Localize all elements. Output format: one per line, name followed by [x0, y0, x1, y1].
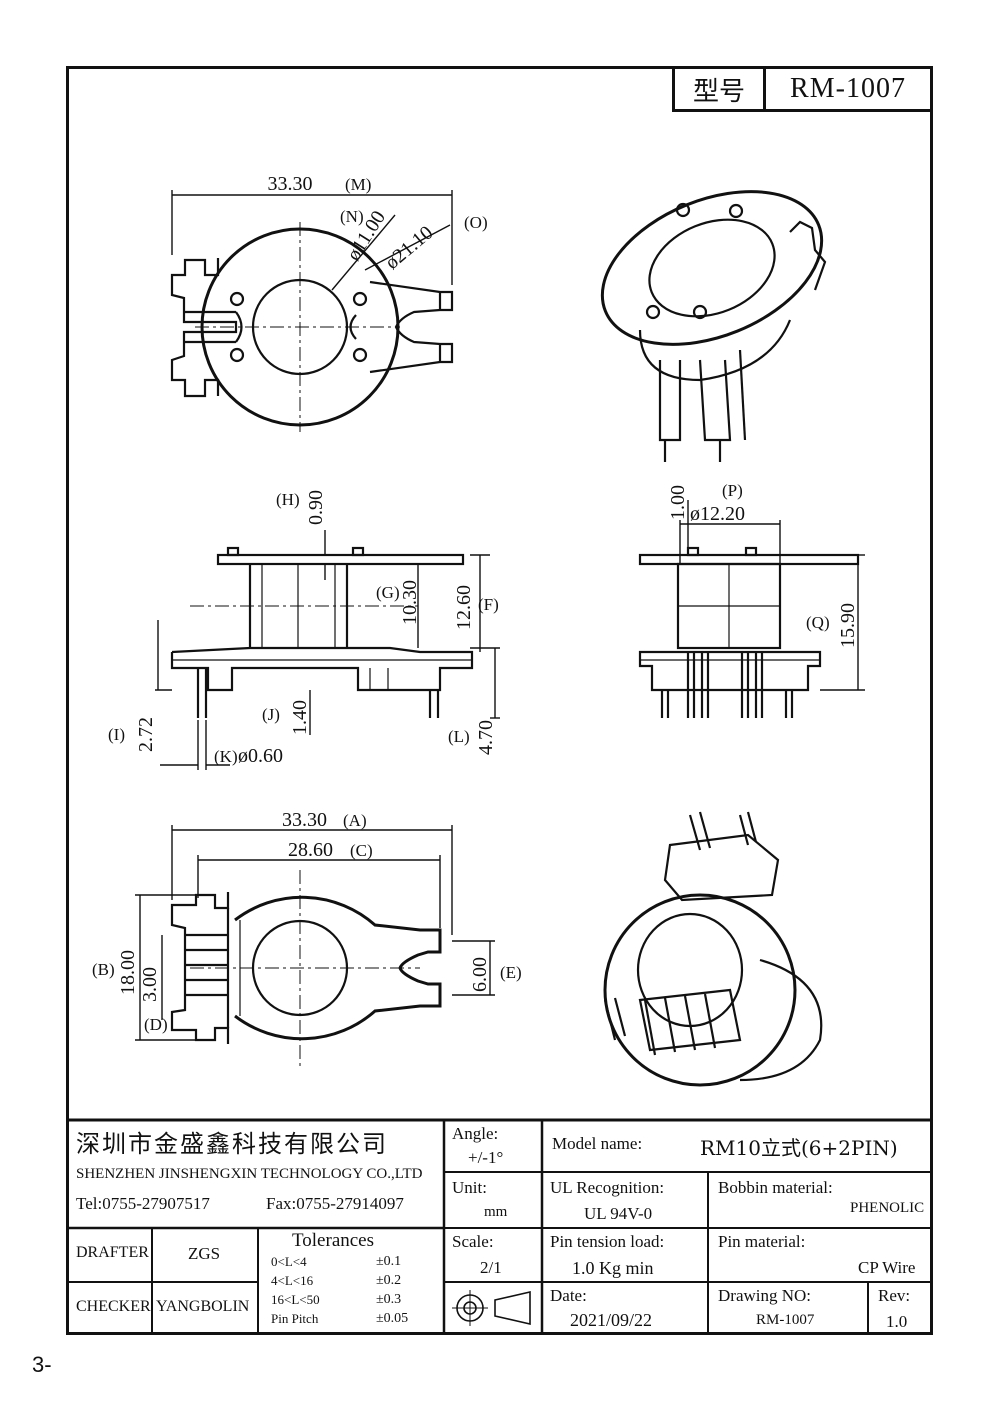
rev-value: 1.0: [886, 1312, 908, 1331]
top-view: [170, 190, 454, 432]
model-name: RM10立式(6+2PIN): [700, 1136, 898, 1160]
checker-label: CHECKER: [76, 1298, 151, 1315]
dim-l: 4.70: [475, 720, 497, 755]
model-name-label: Model name:: [552, 1134, 643, 1153]
tol-range-2: 4<L<16: [271, 1273, 314, 1288]
label-d: (D): [144, 1015, 168, 1034]
pin-tension-value: 1.0 Kg min: [572, 1258, 654, 1278]
dim-d: 3.00: [139, 967, 161, 1002]
dim-b: 18.00: [117, 950, 139, 995]
model-label: 型号: [675, 69, 766, 109]
page-number: 3-: [32, 1352, 52, 1377]
dim-i: 2.72: [135, 717, 157, 752]
tolerances-label: Tolerances: [292, 1230, 375, 1251]
unit-value: mm: [484, 1204, 508, 1220]
dim-h: 0.90: [305, 490, 327, 525]
label-m: (M): [345, 175, 371, 194]
bobbin-label: Bobbin material:: [718, 1178, 833, 1197]
unit-label: Unit:: [452, 1178, 487, 1197]
label-a: (A): [343, 811, 367, 830]
rev-label: Rev:: [878, 1286, 911, 1305]
front-view: [638, 500, 865, 718]
drawing-no-label: Drawing NO:: [718, 1286, 812, 1305]
angle-value: +/-1°: [468, 1148, 504, 1167]
dim-o-dia: ø21.10: [381, 222, 437, 274]
isometric-view-top: [600, 190, 827, 462]
date-value: 2021/09/22: [570, 1310, 653, 1330]
dim-m: 33.30: [268, 173, 313, 195]
label-b: (B): [92, 960, 115, 979]
tol-value-2: ±0.2: [376, 1273, 402, 1288]
label-j: (J): [262, 705, 280, 724]
dim-p: ø12.20: [690, 503, 745, 525]
label-h: (H): [276, 490, 300, 509]
model-box: 型号 RM-1007: [672, 66, 933, 112]
pin-tension-label: Pin tension load:: [550, 1232, 665, 1251]
title-block: 深圳市金盛鑫科技有限公司 SHENZHEN JINSHENGXIN TECHNO…: [66, 1120, 933, 1335]
dim-k: ø0.60: [238, 745, 283, 767]
label-f: (F): [478, 595, 499, 614]
tol-value-1: ±0.1: [376, 1254, 402, 1269]
bobbin-value: PHENOLIC: [850, 1200, 925, 1216]
pin-material-value: CP Wire: [858, 1258, 916, 1277]
dim-f: 12.60: [453, 585, 475, 630]
label-n: (N): [340, 207, 364, 226]
label-k: (K): [214, 747, 238, 766]
tol-range-1: 0<L<4: [271, 1254, 307, 1269]
tol-range-3: 16<L<50: [271, 1292, 320, 1307]
angle-label: Angle:: [452, 1124, 499, 1143]
dim-a: 33.30: [282, 809, 327, 831]
date-label: Date:: [550, 1286, 587, 1305]
dim-j: 1.40: [289, 700, 311, 735]
label-c: (C): [350, 841, 373, 860]
company-cn: 深圳市金盛鑫科技有限公司: [76, 1130, 388, 1158]
label-e: (E): [500, 963, 522, 982]
dim-g: 10.30: [399, 580, 421, 625]
tel: Tel:0755-27907517: [76, 1194, 210, 1213]
label-o: (O): [464, 213, 488, 232]
drawing-frame: [66, 66, 933, 1335]
dim-1: 1.00: [667, 485, 689, 520]
label-i: (I): [108, 725, 125, 744]
tol-value-4: ±0.05: [376, 1311, 409, 1326]
drawing-no-value: RM-1007: [756, 1312, 815, 1328]
scale-value: 2/1: [480, 1258, 502, 1277]
label-p: (P): [722, 481, 743, 500]
drafter-label: DRAFTER: [76, 1244, 149, 1261]
drafter: ZGS: [188, 1244, 221, 1263]
dim-q: 15.90: [837, 603, 859, 648]
company-en: SHENZHEN JINSHENGXIN TECHNOLOGY CO.,LTD: [76, 1166, 423, 1182]
fax: Fax:0755-27914097: [266, 1194, 404, 1213]
side-view: [155, 530, 500, 770]
checker: YANGBOLIN: [156, 1298, 250, 1315]
bottom-view: [135, 825, 495, 1070]
tol-value-3: ±0.3: [376, 1292, 402, 1307]
dim-c: 28.60: [288, 839, 333, 861]
title-block-grid: [66, 1118, 933, 1335]
isometric-view-bottom: [603, 811, 823, 1087]
label-q: (Q): [806, 613, 830, 632]
tol-range-4: Pin Pitch: [271, 1311, 319, 1326]
label-l: (L): [448, 727, 470, 746]
ul-label: UL Recognition:: [550, 1178, 665, 1197]
model-value: RM-1007: [790, 73, 906, 104]
scale-label: Scale:: [452, 1232, 494, 1251]
pin-material-label: Pin material:: [718, 1232, 806, 1251]
dim-e: 6.00: [469, 957, 491, 992]
ul-value: UL 94V-0: [584, 1204, 653, 1223]
label-g: (G): [376, 583, 400, 602]
